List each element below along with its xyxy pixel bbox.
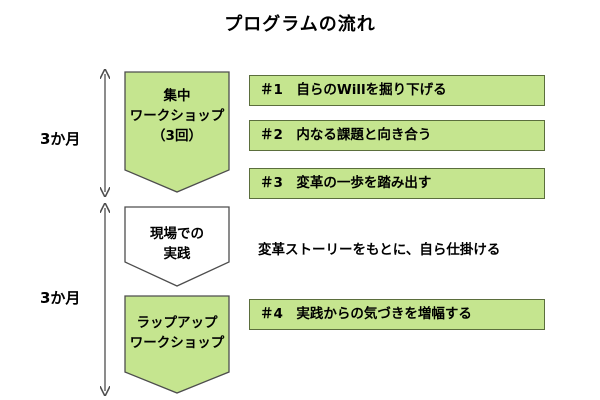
stage-3-line-2: ワークショップ — [129, 335, 225, 351]
stage-1-shape — [124, 71, 230, 193]
stage-field-practice: 現場での 実践 — [125, 224, 229, 264]
period-label-1: 3か月 — [40, 130, 81, 148]
step-box-3: ＃3 変革の一歩を踏み出す — [249, 168, 545, 199]
stage-1-line-1: 集中 — [163, 88, 191, 104]
period-label-2: 3か月 — [40, 289, 81, 307]
step-box-4: ＃4 実践からの気づきを増幅する — [249, 299, 545, 330]
stage-1-line-3: （3回） — [152, 128, 202, 144]
step-box-2: ＃2 内なる課題と向き合う — [249, 120, 545, 151]
page-title: プログラムの流れ — [224, 14, 376, 35]
step-box-1: ＃1 自らのWillを掘り下げる — [249, 75, 545, 106]
stage-2-line-1: 現場での — [150, 226, 204, 242]
stage-3-line-1: ラップアップ — [136, 315, 218, 331]
stage-concentrated-workshop: 集中 ワークショップ （3回） — [125, 86, 229, 146]
practice-description: 変革ストーリーをもとに、自ら仕掛ける — [258, 242, 501, 258]
stage-2-shape — [124, 206, 230, 287]
stage-1-line-2: ワークショップ — [129, 108, 225, 124]
stage-3-shape — [124, 295, 230, 394]
stage-wrapup-workshop: ラップアップ ワークショップ — [125, 313, 229, 353]
stage-2-line-2: 実践 — [163, 246, 191, 262]
